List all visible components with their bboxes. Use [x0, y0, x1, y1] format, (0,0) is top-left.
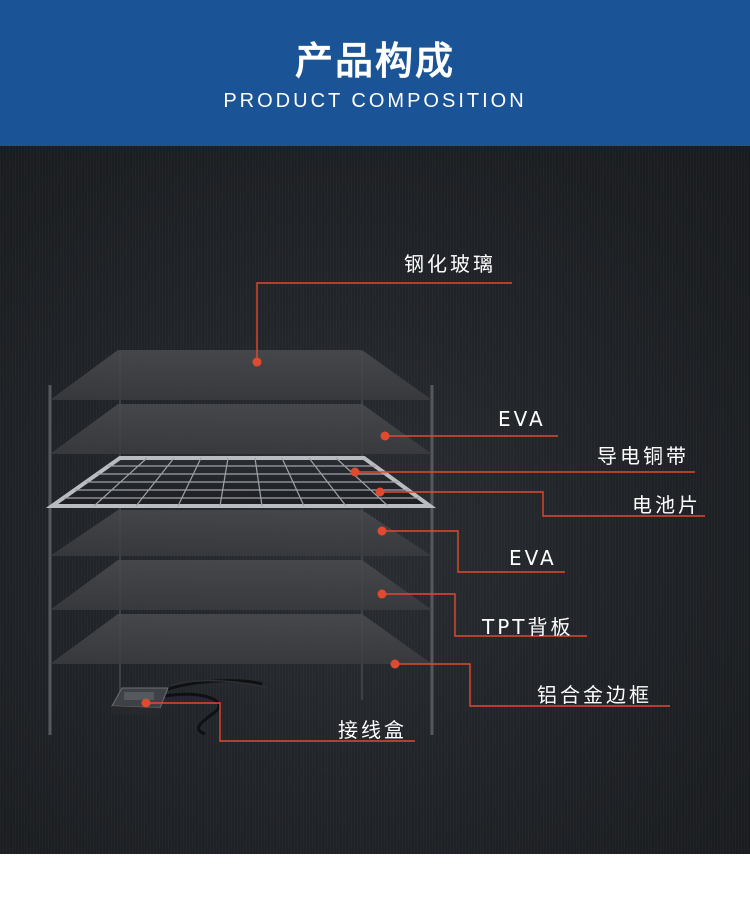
- label-glass: 钢化玻璃: [404, 252, 496, 276]
- frame-bottom-layer: [50, 614, 432, 664]
- label-eva-top: EVA: [498, 407, 546, 431]
- header-banner: 产品构成 PRODUCT COMPOSITION: [0, 0, 750, 146]
- cell-panel: [45, 456, 437, 508]
- label-ribbon: 导电铜带: [597, 444, 689, 468]
- glass-layer: [50, 350, 432, 400]
- backsheet-layer: [50, 560, 432, 610]
- bottom-margin: [0, 854, 750, 911]
- label-cells: 电池片: [632, 493, 701, 517]
- anchor-dots: [141, 357, 400, 708]
- junction-box-graphic: [111, 679, 269, 736]
- label-frame: 铝合金边框: [537, 683, 652, 707]
- label-backsheet: TPT背板: [482, 615, 574, 639]
- page-subtitle: PRODUCT COMPOSITION: [223, 90, 527, 112]
- page-title: 产品构成: [294, 39, 455, 83]
- label-eva-bottom: EVA: [509, 546, 557, 570]
- eva-top-layer: [50, 404, 432, 454]
- leader-lines: [146, 282, 705, 742]
- label-junction-box: 接线盒: [338, 718, 407, 742]
- eva-bottom-layer: [50, 510, 432, 556]
